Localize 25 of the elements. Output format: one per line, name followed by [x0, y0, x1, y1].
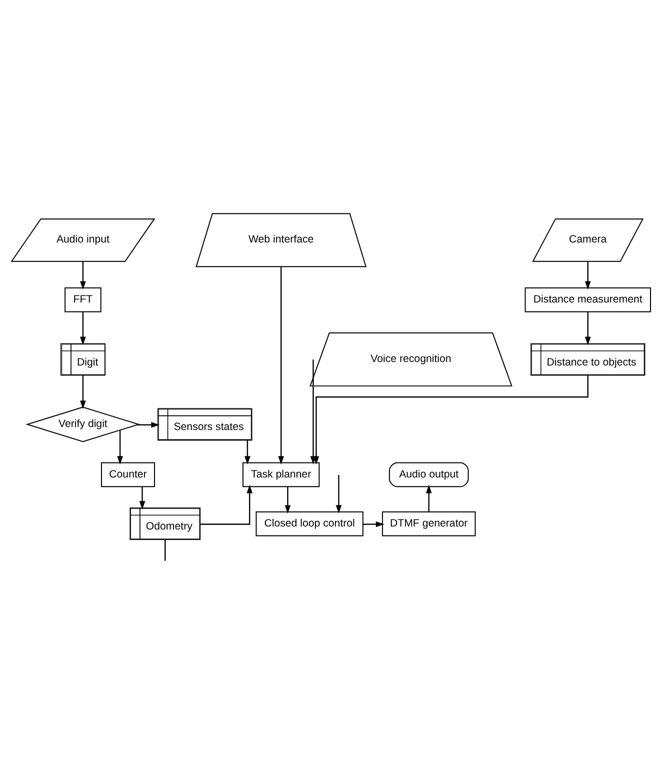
arrow: [584, 261, 591, 290]
arrow: [584, 311, 591, 345]
arrow: [313, 374, 588, 464]
arrow: [139, 486, 146, 510]
arrow: [336, 474, 342, 513]
arrow: [284, 486, 291, 514]
arrow: [117, 430, 123, 464]
node-box: Counter: [101, 462, 156, 487]
arrow: [80, 374, 86, 408]
arrow: [137, 421, 160, 428]
arrow: [244, 440, 250, 464]
node-box: Audio output: [388, 462, 469, 487]
node-box: Closed loop control: [256, 510, 364, 536]
arrow: [200, 484, 253, 524]
arrow: [80, 311, 86, 345]
node-box: Task planner: [242, 462, 320, 487]
connector: [164, 539, 166, 560]
arrow: [362, 520, 384, 527]
node-box: FFT: [64, 286, 102, 312]
arrow: [278, 266, 284, 464]
node-diamond: Verify digit: [26, 406, 140, 442]
node-box: Distance measurement: [524, 286, 651, 312]
arrow: [426, 484, 432, 512]
node-box: DTMF generator: [382, 510, 476, 536]
arrow: [80, 261, 86, 290]
